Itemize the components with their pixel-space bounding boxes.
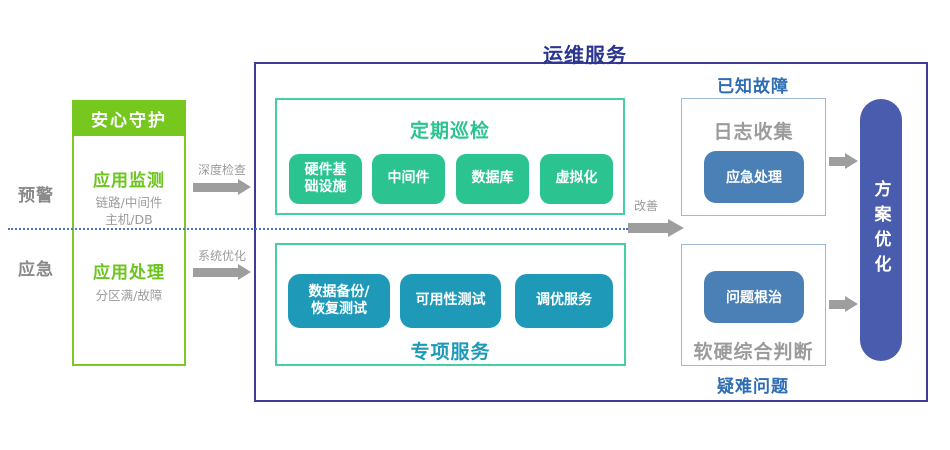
inspection-item-middleware: 中间件 xyxy=(372,154,445,204)
difficult-problem-title: 疑难问题 xyxy=(717,377,789,397)
emergency-handle-button: 应急处理 xyxy=(704,151,804,203)
inspection-group-box: 定期巡检 硬件基础设施 中间件 数据库 虚拟化 xyxy=(275,98,625,215)
stage-divider-dotted-line xyxy=(8,228,628,230)
app-monitor-title: 应用监测 xyxy=(93,171,165,191)
special-service-title: 专项服务 xyxy=(410,341,491,363)
difficult-problem-to-solution-arrow xyxy=(829,296,858,312)
solution-optimize-label: 方案优化 xyxy=(870,180,891,280)
inspection-item-database: 数据库 xyxy=(456,154,529,204)
known-fault-box: 日志收集 应急处理 xyxy=(681,98,826,216)
log-collect-label: 日志收集 xyxy=(713,121,794,143)
app-monitor-sub1: 链路/中间件 xyxy=(95,195,163,210)
app-handle-title: 应用处理 xyxy=(93,263,165,283)
system-optimize-label: 系统优化 xyxy=(197,249,246,263)
inspection-title: 定期巡检 xyxy=(409,120,490,142)
special-item-backup: 数据备份/恢复测试 xyxy=(288,274,390,328)
solution-optimize-capsule: 方案优化 xyxy=(860,99,902,361)
deep-check-arrow xyxy=(193,179,251,195)
ops-service-title: 运维服务 xyxy=(543,43,627,67)
root-cure-button: 问题根治 xyxy=(704,271,804,323)
difficult-problem-box: 问题根治 软硬综合判断 xyxy=(681,244,826,366)
stage-label-warning: 预警 xyxy=(18,186,54,206)
inspection-item-virtualization: 虚拟化 xyxy=(540,154,613,204)
deep-check-label: 深度检查 xyxy=(197,163,246,177)
special-item-tuning: 调优服务 xyxy=(515,274,613,328)
guard-panel: 安心守护 应用监测 链路/中间件 主机/DB 应用处理 分区满/故障 xyxy=(72,100,186,366)
inspection-item-hardware: 硬件基础设施 xyxy=(289,154,362,204)
system-optimize-arrow xyxy=(193,264,251,280)
special-service-group-box: 数据备份/恢复测试 可用性测试 调优服务 专项服务 xyxy=(275,243,626,366)
guard-panel-header: 安心守护 xyxy=(72,100,186,136)
known-fault-title: 已知故障 xyxy=(717,77,789,97)
special-item-availability: 可用性测试 xyxy=(400,274,501,328)
improve-label: 改善 xyxy=(633,199,658,213)
improve-arrow xyxy=(628,219,684,237)
app-monitor-sub2: 主机/DB xyxy=(105,212,153,227)
judge-label: 软硬综合判断 xyxy=(693,341,814,363)
known-fault-to-solution-arrow xyxy=(829,153,858,169)
app-handle-sub: 分区满/故障 xyxy=(95,288,163,303)
stage-label-emergency: 应急 xyxy=(18,260,54,280)
